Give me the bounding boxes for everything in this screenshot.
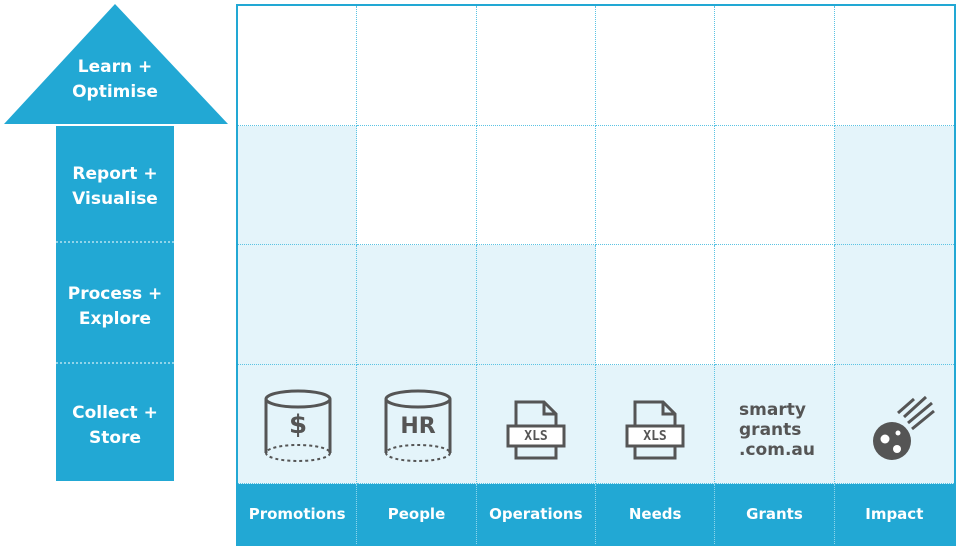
xls-label: XLS xyxy=(643,429,667,444)
grid-cell xyxy=(357,364,477,484)
column-label-grants: Grants xyxy=(715,484,835,544)
grid-cell xyxy=(357,125,477,245)
dollar-glyph: $ xyxy=(288,410,308,440)
grid-cell xyxy=(715,6,835,126)
arrow-shaft xyxy=(56,126,174,481)
grid-cell xyxy=(834,125,954,245)
capability-grid: $ HR XLS XLS smarty grants .com.au xyxy=(236,4,956,546)
meteor-icon xyxy=(862,394,938,466)
grid-cell xyxy=(595,6,716,126)
database-hr-icon: HR xyxy=(380,388,456,466)
grid-cell xyxy=(238,364,358,484)
grid-cell xyxy=(357,6,477,126)
column-label-operations: Operations xyxy=(476,484,596,544)
grid-cell xyxy=(476,364,596,484)
progress-arrow xyxy=(4,4,228,481)
stage-report-visualise: Report + Visualise xyxy=(72,164,158,209)
column-label-impact: Impact xyxy=(834,484,954,544)
grid-cell xyxy=(238,125,358,245)
stage-process-explore: Process + Explore xyxy=(67,284,163,329)
grid-cell xyxy=(476,245,596,365)
grid-cell xyxy=(476,6,596,126)
grid-cell xyxy=(715,245,835,365)
xls-file-icon: XLS xyxy=(623,398,687,462)
arrow-head xyxy=(4,4,228,124)
xls-file-icon: XLS xyxy=(504,398,568,462)
column-label-needs: Needs xyxy=(595,484,716,544)
grid-cell xyxy=(238,6,358,126)
grid-cell xyxy=(595,364,716,484)
column-label-promotions: Promotions xyxy=(238,484,358,544)
grid-cell xyxy=(476,125,596,245)
grid-cell xyxy=(595,125,716,245)
grid-cell xyxy=(357,245,477,365)
grid-cell xyxy=(715,364,835,484)
smartygrants-wordmark: smarty grants .com.au xyxy=(739,400,815,460)
grid-cell xyxy=(595,245,716,365)
column-label-people: People xyxy=(357,484,477,544)
hr-glyph: HR xyxy=(400,414,436,439)
xls-label: XLS xyxy=(524,429,548,444)
grid-cell xyxy=(834,245,954,365)
grid-cell xyxy=(238,245,358,365)
stage-learn-optimise: Learn + Optimise xyxy=(72,57,158,102)
smartygrants-logo: smarty grants .com.au xyxy=(732,398,822,462)
database-dollar-icon: $ xyxy=(260,388,336,466)
grid-cell xyxy=(715,125,835,245)
grid-cell xyxy=(834,6,954,126)
stage-collect-store: Collect + Store xyxy=(72,403,158,448)
